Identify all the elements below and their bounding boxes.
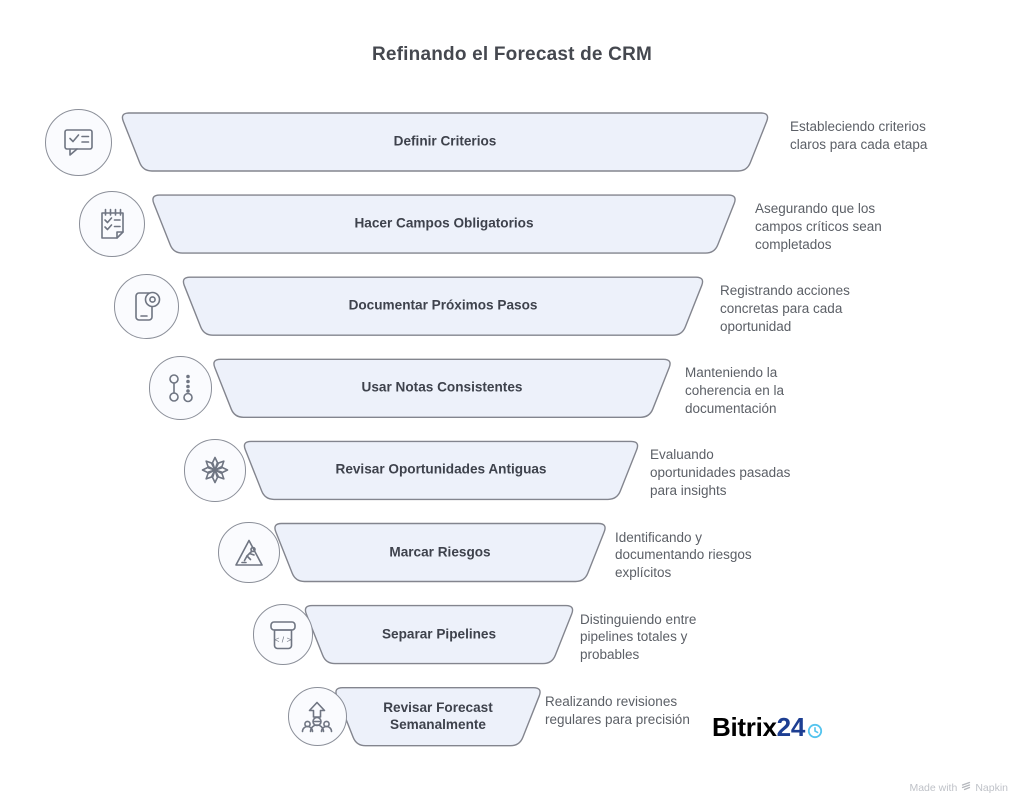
timeline-dots-icon xyxy=(148,356,213,421)
phone-camera-icon xyxy=(114,273,179,339)
team-growth-icon xyxy=(287,687,348,747)
funnel-stage-shape-7 xyxy=(304,604,574,665)
funnel-stage-shape-5 xyxy=(243,440,639,501)
stage-description-5: Evaluando oportunidades pasadas para ins… xyxy=(650,447,791,499)
funnel-stage-label-7: Separar Pipelines xyxy=(381,626,497,642)
stage-description-7: Distinguiendo entre pipelines totales y … xyxy=(580,611,697,663)
clock-icon xyxy=(807,715,823,746)
svg-text:< / >: < / > xyxy=(275,634,292,644)
funnel-stage-label-6: Marcar Riesgos xyxy=(389,544,491,560)
funnel-stage-label-1: Definir Criterios xyxy=(393,133,497,149)
bitrix24-logo-text-secondary: 24 xyxy=(776,712,806,742)
funnel-stage-shape-2 xyxy=(152,194,736,254)
made-with-napkin-watermark: Made with Napkin xyxy=(909,781,1008,794)
page-title: Refinando el Forecast de CRM xyxy=(371,44,653,65)
watermark-brand: Napkin xyxy=(975,781,1008,794)
funnel-stage-label-5: Revisar Oportunidades Antiguas xyxy=(335,461,547,477)
code-box-icon: < / > xyxy=(253,604,314,665)
funnel-stage-shape-1 xyxy=(121,112,769,172)
stage-description-4: Manteniendo la coherencia en la document… xyxy=(685,365,785,416)
stage-description-6: Identificando y documentando riesgos exp… xyxy=(615,529,752,581)
funnel-stage-label-4: Usar Notas Consistentes xyxy=(361,379,523,395)
stage-description-8: Realizando revisiones regulares para pre… xyxy=(545,693,690,727)
funnel-stage-label-2: Hacer Campos Obligatorios xyxy=(354,215,534,231)
compass-star-icon xyxy=(183,439,247,502)
stage-description-1: Estableciendo criterios claros para cada… xyxy=(790,119,928,152)
bitrix24-logo-text-primary: Bitrix xyxy=(712,712,777,742)
stage-description-3: Registrando acciones concretas para cada… xyxy=(720,283,850,334)
funnel-stage-label-8: Revisar Forecast Semanalmente xyxy=(383,699,493,732)
funnel-stage-shape-3 xyxy=(182,276,704,336)
checklist-note-icon xyxy=(79,191,146,258)
funnel-stage-shape-4 xyxy=(213,358,671,418)
watermark-prefix: Made with xyxy=(909,781,958,794)
chat-check-icon xyxy=(44,108,112,176)
stage-description-2: Asegurando que los campos críticos sean … xyxy=(755,201,882,252)
napkin-zigzag-icon xyxy=(961,781,971,794)
funnel-stage-shape-6 xyxy=(274,522,606,583)
funnel-stage-label-3: Documentar Próximos Pasos xyxy=(348,297,538,313)
hazard-triangle-icon xyxy=(218,521,280,584)
